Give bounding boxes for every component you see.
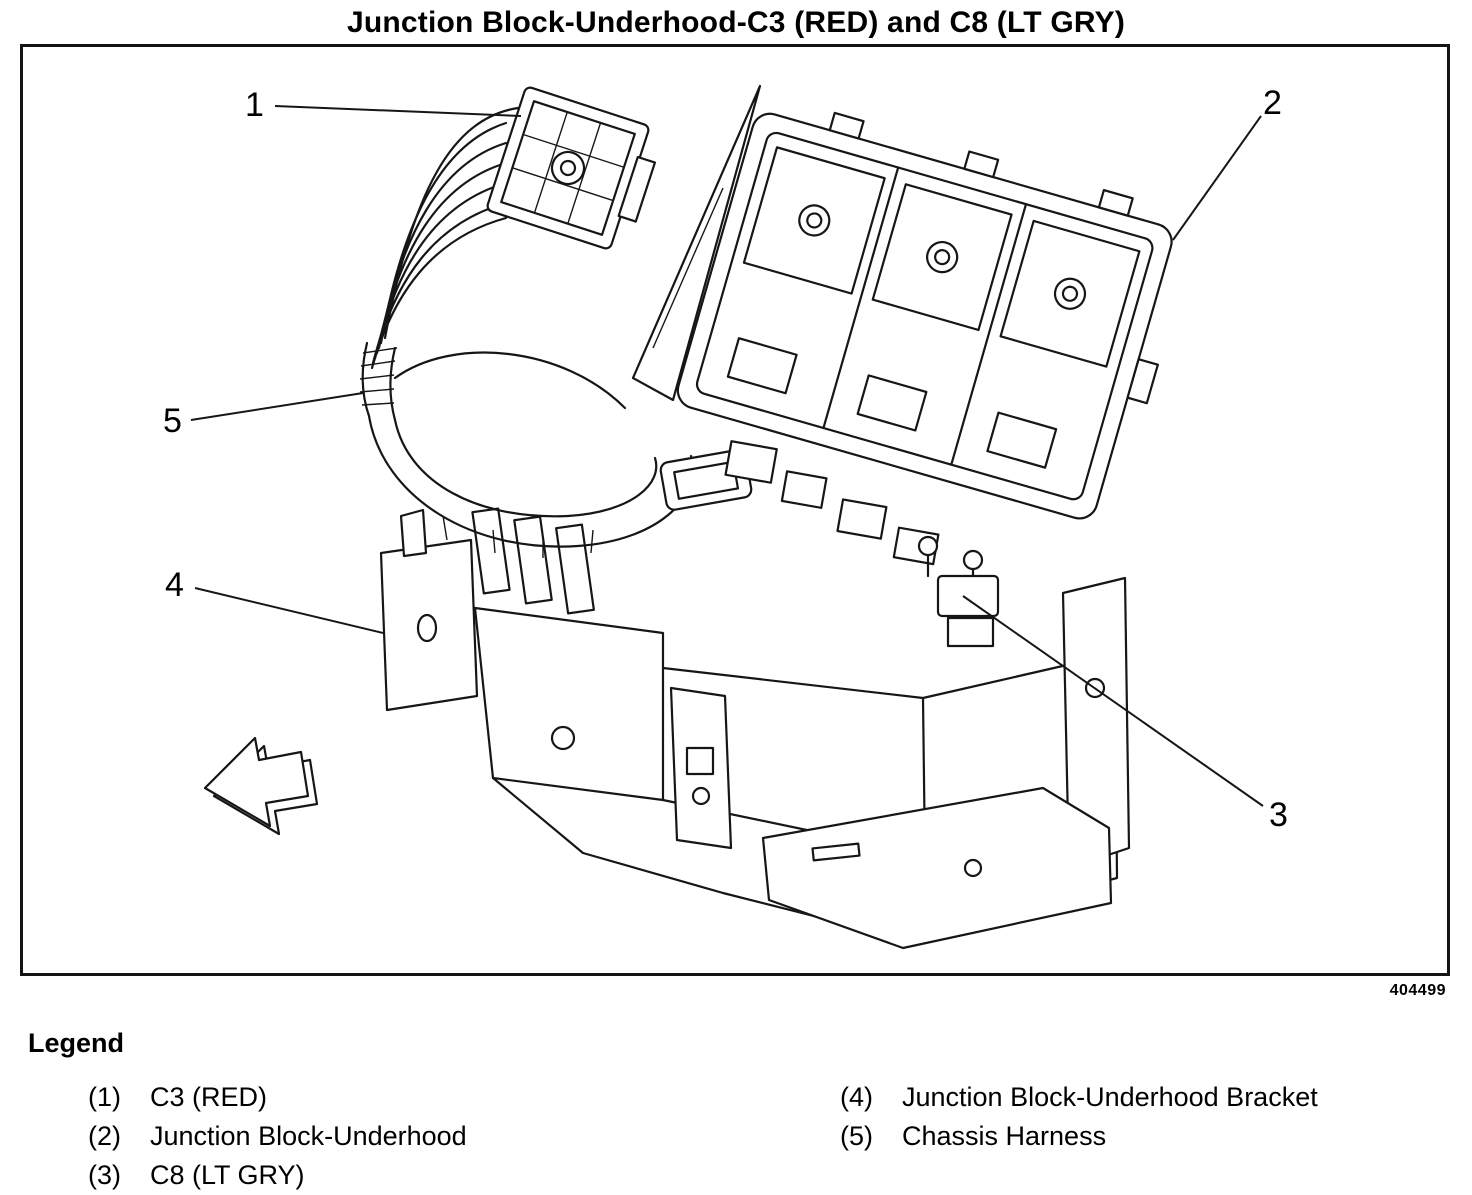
legend-item-number: (4) [840, 1082, 873, 1112]
diagram-frame: 1 2 3 4 5 [20, 44, 1450, 976]
legend-item-number: (1) [88, 1082, 121, 1112]
legend-item: (3) C8 (LT GRY) [88, 1156, 467, 1195]
leader-line-1 [274, 105, 522, 117]
callout-5: 5 [163, 402, 182, 440]
connector-c8 [917, 535, 1000, 648]
junction-block-lower-connectors [724, 440, 940, 566]
legend-item-number: (5) [840, 1121, 873, 1151]
leader-line-5 [190, 392, 364, 421]
connector-c3 [486, 86, 657, 250]
callout-1: 1 [245, 86, 264, 124]
legend-heading: Legend [28, 1028, 125, 1058]
legend-item: (1) C3 (RED) [88, 1078, 467, 1117]
legend-item-label: Junction Block-Underhood [150, 1121, 467, 1151]
legend-column-left: (1) C3 (RED) (2) Junction Block-Underhoo… [88, 1078, 467, 1195]
callout-2: 2 [1263, 84, 1282, 122]
leader-line-2 [1172, 115, 1262, 241]
figure-number: 404499 [1389, 982, 1446, 999]
callout-4: 4 [165, 566, 184, 604]
direction-arrow [203, 736, 319, 836]
legend-item: (2) Junction Block-Underhood [88, 1117, 467, 1156]
legend-item-label: C8 (LT GRY) [150, 1160, 305, 1190]
legend-item-label: C3 (RED) [150, 1082, 268, 1112]
legend-item-number: (2) [88, 1121, 121, 1151]
legend-item-number: (3) [88, 1160, 121, 1190]
legend-column-right: (4) Junction Block-Underhood Bracket (5)… [840, 1078, 1318, 1156]
bracket-assembly [379, 507, 1131, 950]
technical-diagram: 1 2 3 4 5 [163, 84, 1288, 950]
leader-line-3 [962, 595, 1264, 807]
legend-item: (4) Junction Block-Underhood Bracket [840, 1078, 1318, 1117]
legend-item: (5) Chassis Harness [840, 1117, 1318, 1156]
callout-3: 3 [1269, 796, 1288, 834]
page-title: Junction Block-Underhood-C3 (RED) and C8… [346, 6, 1126, 39]
legend-item-label: Chassis Harness [902, 1121, 1107, 1151]
leader-line-4 [194, 587, 384, 634]
junction-block-underhood [676, 111, 1173, 520]
legend-item-label: Junction Block-Underhood Bracket [902, 1082, 1318, 1112]
